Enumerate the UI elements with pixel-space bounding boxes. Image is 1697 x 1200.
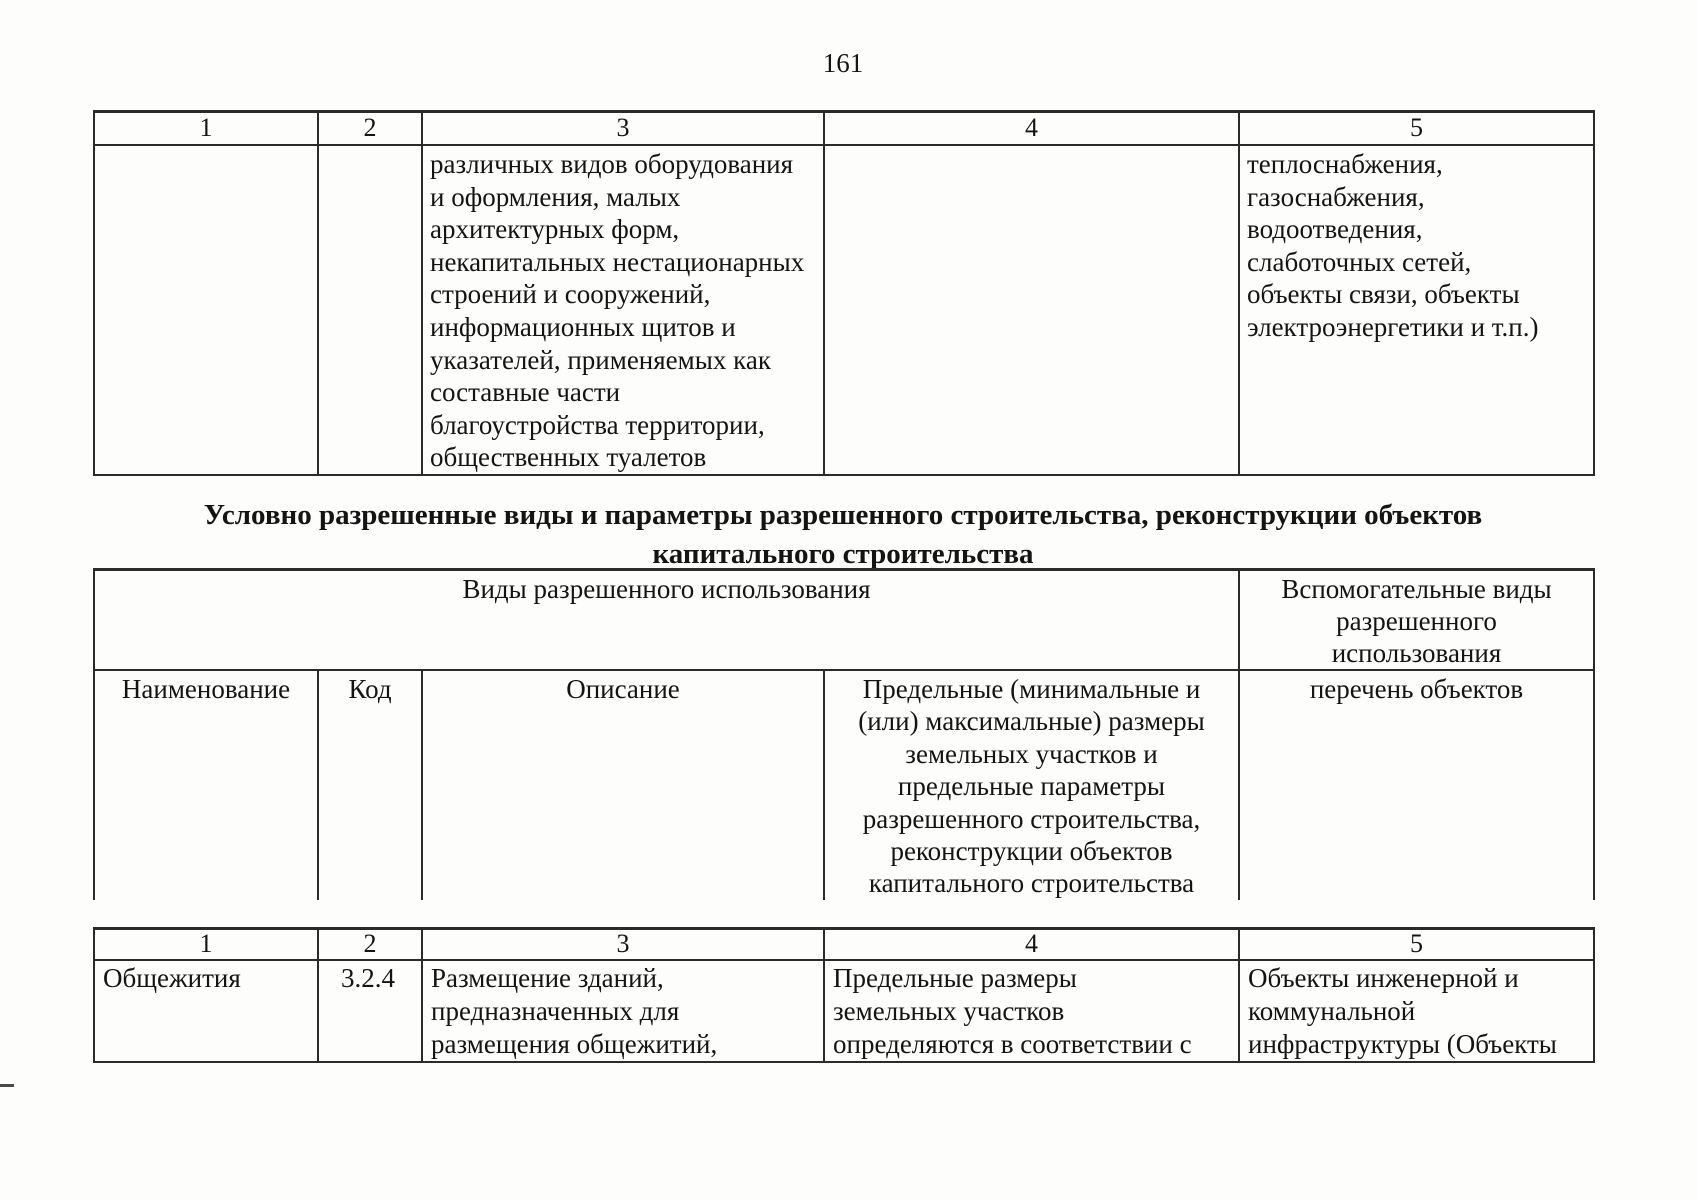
table1-cell-description: различных видов оборудования и оформлени…	[421, 144, 825, 476]
table2-group-header-aux: Вспомогательные виды разрешенного исполь…	[1238, 568, 1595, 671]
page-number: 161	[822, 48, 864, 78]
table3-cell-limits: Предельные размеры земельных участков оп…	[823, 959, 1240, 1063]
table3-cell-description: Размещение зданий, предназначенных для р…	[421, 959, 825, 1063]
table1-cell-limits-empty	[823, 144, 1240, 476]
table1-header-col2: 2	[317, 110, 423, 146]
table3-cell-aux-objects: Объекты инженерной и коммунальной инфрас…	[1238, 959, 1595, 1063]
table3-data-row: Общежития 3.2.4 Размещение зданий, предн…	[93, 959, 1595, 1063]
table3-header-col1: 1	[93, 927, 319, 961]
table-permitted-uses-header: Виды разрешенного использования Вспомога…	[93, 568, 1595, 900]
table1-header-col4: 4	[823, 110, 1240, 146]
table1-header-col3: 3	[421, 110, 825, 146]
table1-header-row: 1 2 3 4 5	[93, 110, 1595, 146]
table1-cell-code-empty	[317, 144, 423, 476]
table3-cell-name: Общежития	[93, 959, 319, 1063]
table3-header-col4: 4	[823, 927, 1240, 961]
table2-header-limits: Предельные (минимальные и (или) максимал…	[823, 669, 1240, 900]
table1-header-col1: 1	[93, 110, 319, 146]
table1-cell-name-empty	[93, 144, 319, 476]
table1-data-row: различных видов оборудования и оформлени…	[93, 144, 1595, 476]
table3-cell-code: 3.2.4	[317, 959, 423, 1063]
table2-header-description: Описание	[421, 669, 825, 900]
table3-header-col3: 3	[421, 927, 825, 961]
table2-header-aux-list: перечень объектов	[1238, 669, 1595, 900]
table2-header-name: Наименование	[93, 669, 319, 900]
table2-column-header-row: Наименование Код Описание Предельные (ми…	[93, 669, 1595, 900]
table2-group-header-row: Виды разрешенного использования Вспомога…	[93, 568, 1595, 671]
table-conditionally-permitted: 1 2 3 4 5 Общежития 3.2.4 Размещение зда…	[93, 927, 1595, 1063]
table3-header-col2: 2	[317, 927, 423, 961]
table2-group-header-main: Виды разрешенного использования	[93, 568, 1240, 671]
table1-header-col5: 5	[1238, 110, 1595, 146]
table-continuation: 1 2 3 4 5 различных видов оборудования и…	[93, 110, 1595, 476]
table2-header-code: Код	[317, 669, 423, 900]
table1-cell-aux-objects: теплоснабжения, газоснабжения, водоотвед…	[1238, 144, 1595, 476]
table3-header-row: 1 2 3 4 5	[93, 927, 1595, 961]
section-title: Условно разрешенные виды и параметры раз…	[203, 499, 1483, 570]
margin-artifact-dash	[0, 1084, 14, 1087]
table3-header-col5: 5	[1238, 927, 1595, 961]
